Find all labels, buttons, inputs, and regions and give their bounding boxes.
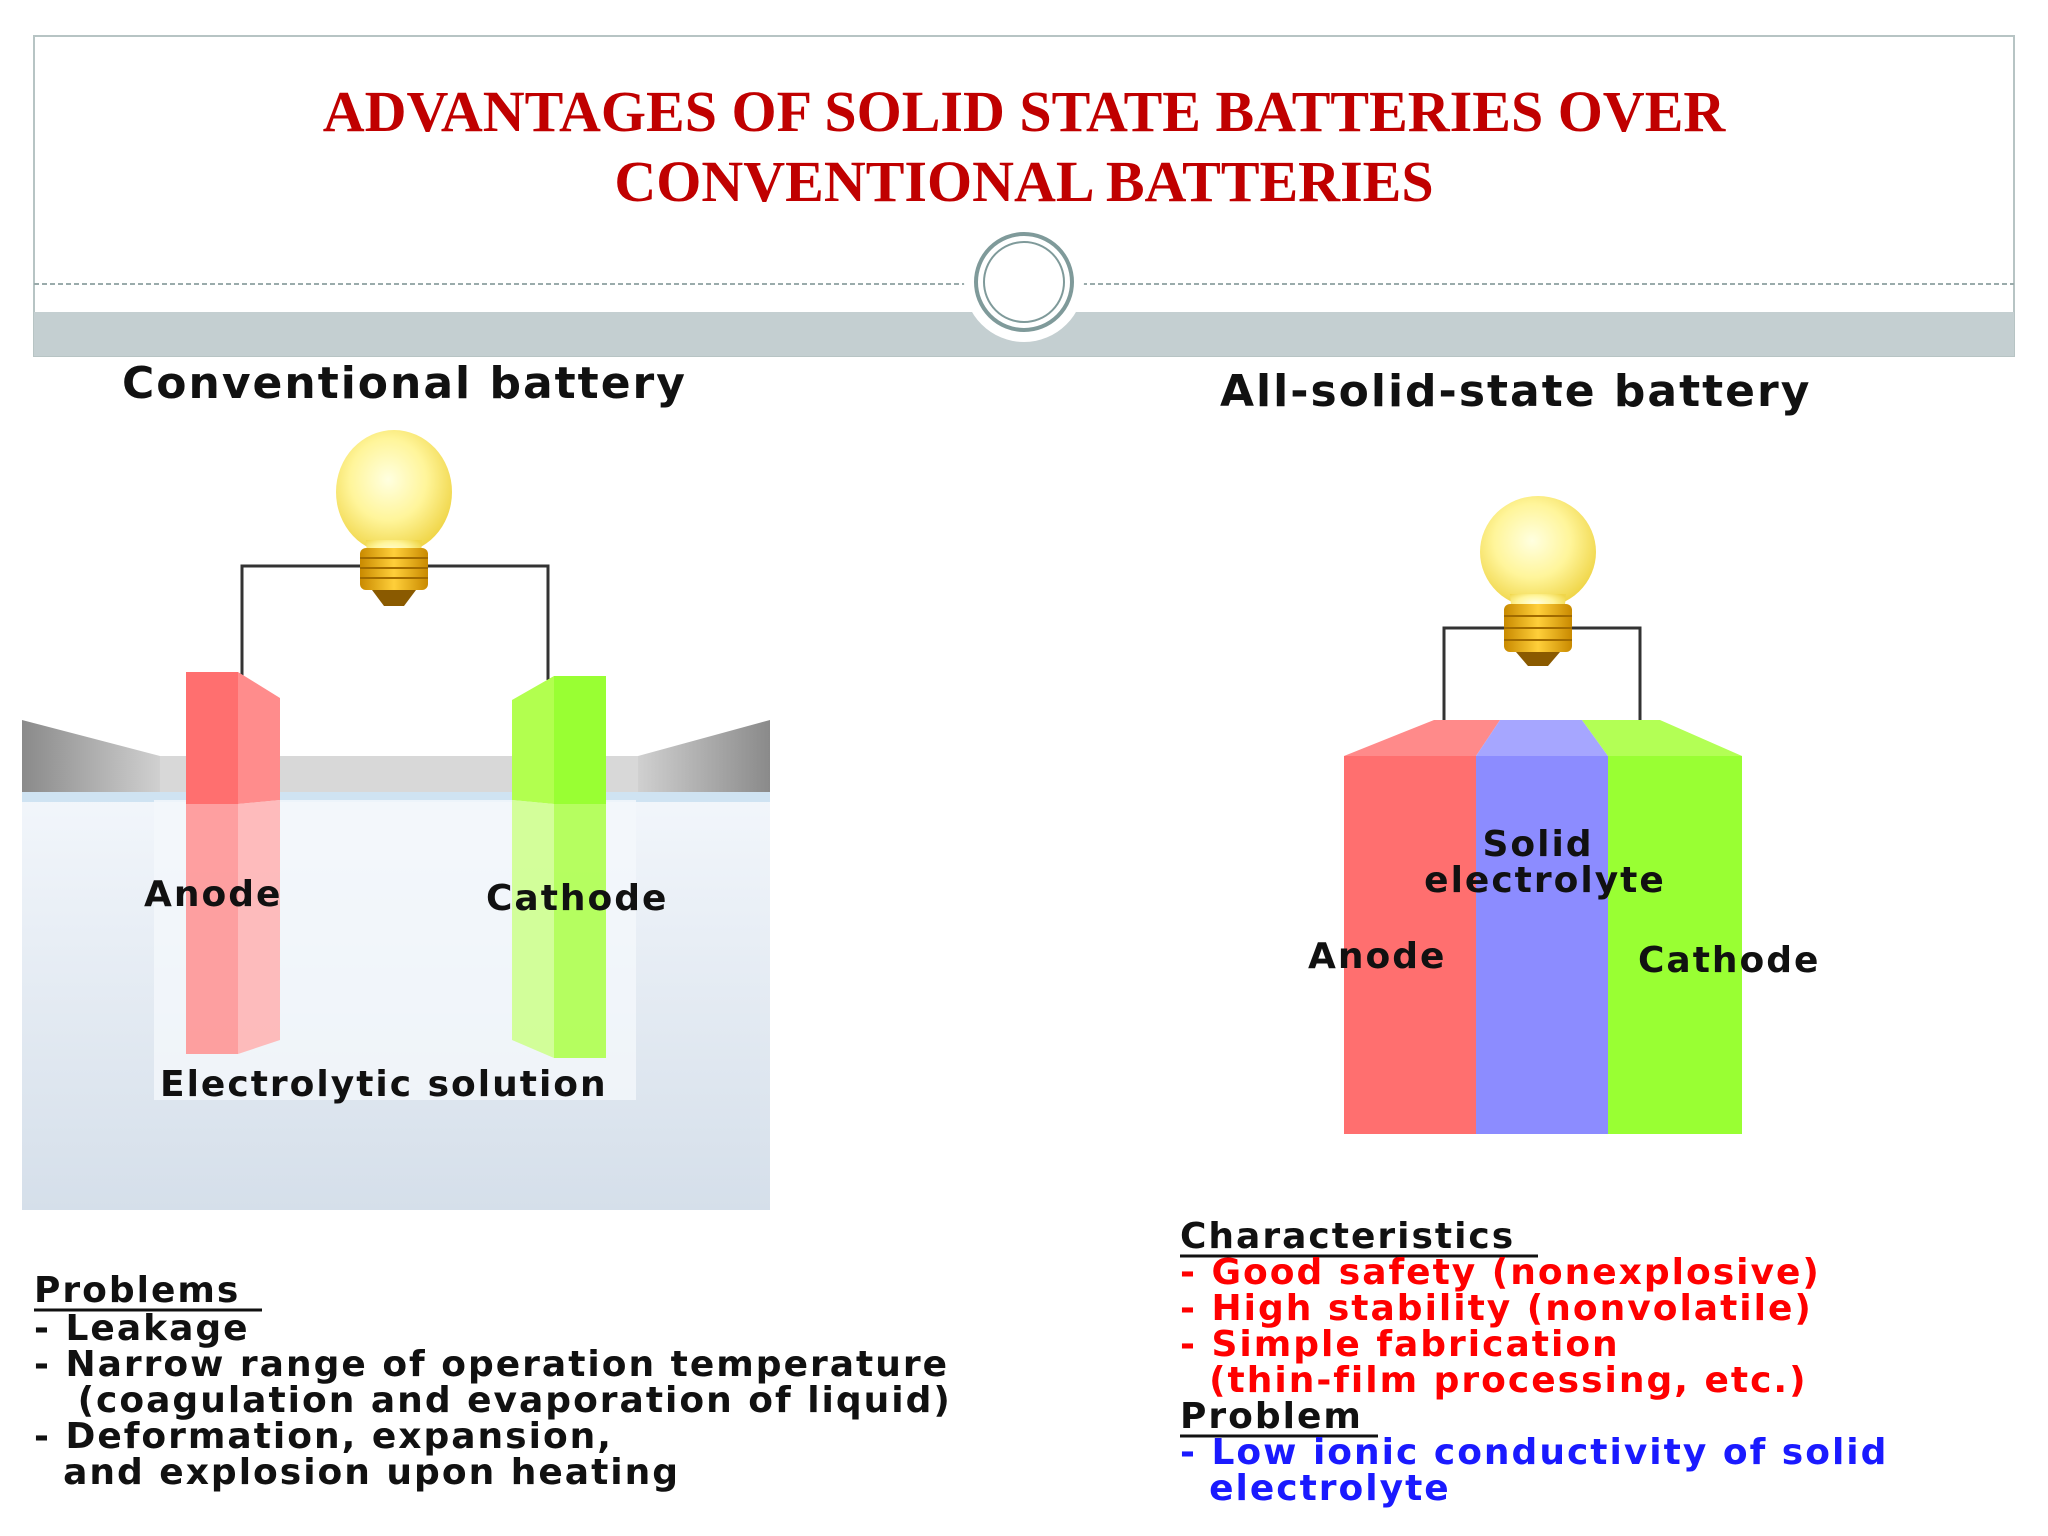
- characteristic-item: - Simple fabrication: [1180, 1324, 1620, 1365]
- anode-label: Anode: [144, 874, 282, 915]
- divider-ornament-outer: [964, 222, 1084, 342]
- slide-title-line1: ADVANTAGES OF SOLID STATE BATTERIES OVER: [323, 79, 1727, 144]
- problem-item: - Narrow range of operation temperature: [34, 1344, 949, 1385]
- solid-electrolyte-label-line2: electrolyte: [1424, 860, 1666, 901]
- problem-item: (coagulation and evaporation of liquid): [34, 1380, 952, 1421]
- cathode-label: Cathode: [486, 878, 668, 919]
- container-wall-right: [638, 720, 770, 806]
- solid-anode-label: Anode: [1308, 936, 1446, 977]
- characteristic-item: - Good safety (nonexplosive): [1180, 1252, 1821, 1293]
- problem-item: - Deformation, expansion,: [34, 1416, 613, 1457]
- problem-heading: Problem: [1180, 1396, 1363, 1437]
- divider-ornament-ring: [974, 232, 1074, 332]
- anode-electrode: [186, 672, 280, 1054]
- characteristic-item: - High stability (nonvolatile): [1180, 1288, 1813, 1329]
- electrolytic-solution-label: Electrolytic solution: [160, 1064, 608, 1105]
- conventional-problems-list: Problems - Leakage - Narrow range of ope…: [34, 1270, 952, 1493]
- problems-heading: Problems: [34, 1270, 240, 1311]
- solid-problem-item: - Low ionic conductivity of solid: [1180, 1432, 1888, 1473]
- characteristic-item: (thin-film processing, etc.): [1180, 1360, 1808, 1401]
- solid-problem-item: electrolyte: [1180, 1468, 1451, 1509]
- characteristics-heading: Characteristics: [1180, 1216, 1515, 1257]
- problem-item: and explosion upon heating: [34, 1452, 680, 1493]
- slide-title-line2: CONVENTIONAL BATTERIES: [614, 149, 1433, 214]
- divider-ornament-inner: [983, 241, 1065, 323]
- cathode-electrode: [512, 676, 606, 1058]
- title-banner: ADVANTAGES OF SOLID STATE BATTERIES OVER…: [33, 35, 2015, 357]
- solid-cathode-label: Cathode: [1638, 940, 1820, 981]
- lightbulb-icon: [336, 430, 452, 606]
- lightbulb-icon: [1480, 496, 1596, 666]
- conventional-battery-diagram: Conventional battery: [22, 358, 770, 1210]
- solid-electrolyte-label-line1: Solid: [1482, 824, 1593, 865]
- solid-electrolyte-layer: [1476, 756, 1608, 1134]
- solid-cathode-layer: [1608, 756, 1742, 1134]
- container-wall-left: [22, 720, 160, 806]
- solid-anode-layer: [1344, 756, 1476, 1134]
- conventional-heading: Conventional battery: [122, 358, 687, 409]
- solid-state-heading: All-solid-state battery: [1220, 366, 1811, 417]
- problem-item: - Leakage: [34, 1308, 250, 1349]
- solid-state-characteristics-list: Characteristics - Good safety (nonexplos…: [1180, 1216, 1888, 1509]
- solid-state-battery-diagram: All-solid-state battery Solid electrolyt…: [1220, 366, 1820, 1134]
